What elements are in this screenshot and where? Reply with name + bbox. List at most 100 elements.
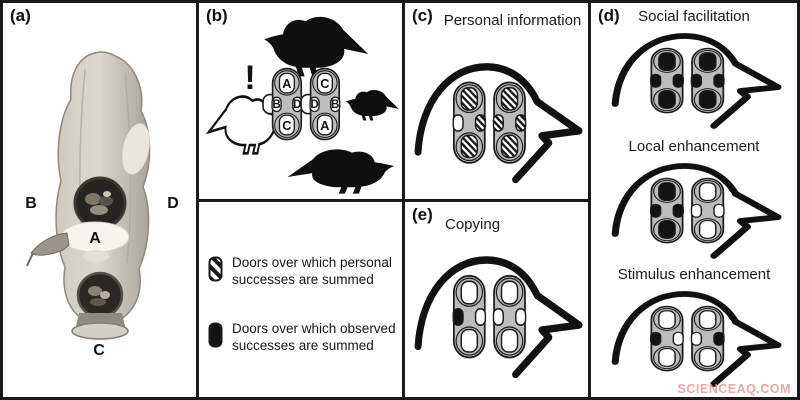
feeder-door	[713, 73, 725, 88]
panel-d-title-social-facilitation: Social facilitation	[638, 8, 750, 25]
panel-d: (d) Social facilitation Local enhancemen…	[591, 3, 797, 397]
feeder-door	[309, 96, 320, 113]
panel-b-label: (b)	[206, 6, 228, 25]
feeder-capsule	[690, 305, 725, 372]
feeder-door	[474, 114, 487, 132]
feeder-door	[500, 280, 519, 305]
feeder-door	[698, 310, 717, 330]
bird-silhouette-top-icon	[264, 16, 369, 77]
seed	[100, 291, 110, 299]
panel-c-label: (c)	[412, 6, 433, 25]
feeder-capsule	[690, 177, 725, 244]
feeder-door	[658, 310, 676, 330]
panel-legend: Doors over which personal successes are …	[199, 202, 402, 397]
panel-b-diagram: ! A B D C C D	[207, 16, 399, 194]
feeder-capsule	[650, 47, 684, 114]
feeder-door	[713, 331, 725, 346]
bird-silhouette-right-icon	[345, 89, 399, 121]
feeder-door	[316, 72, 333, 94]
light-patch	[122, 123, 150, 175]
divider-horizontal	[196, 199, 590, 202]
door-letter: B	[272, 98, 280, 111]
feeder-door	[698, 219, 717, 239]
feeder-capsule	[690, 47, 725, 114]
watermark: SCIENCEAQ.COM	[677, 382, 791, 396]
hole-label-C: C	[93, 342, 105, 359]
feeder-door	[460, 87, 479, 111]
feeder-door	[316, 114, 333, 136]
feeder-capsule	[452, 81, 487, 164]
feeder-door	[672, 73, 684, 88]
feeder-door	[658, 89, 676, 109]
feeder-door	[650, 203, 662, 218]
small-disc	[83, 250, 109, 262]
legend-item-observed: Doors over which observed successes are …	[208, 320, 396, 355]
feeder-door	[690, 203, 703, 218]
panel-a-label: (a)	[10, 6, 31, 25]
feeder-door	[278, 114, 295, 136]
door-letter: A	[282, 76, 291, 91]
door-letter: C	[282, 118, 291, 133]
seed	[99, 196, 113, 206]
panel-e: (e) Copying	[405, 202, 588, 397]
seed	[88, 286, 102, 296]
feeder-capsule	[650, 305, 684, 372]
seed	[90, 298, 106, 306]
hole-label-B: B	[25, 195, 37, 212]
feeder-door	[500, 134, 519, 159]
feeder-door	[452, 114, 464, 132]
feeder-door	[474, 307, 487, 326]
door-letter: D	[293, 98, 301, 111]
feeder-door	[698, 182, 717, 202]
panel-b: ! A B D C C D	[199, 3, 402, 199]
panel-c-title: Personal information	[443, 12, 582, 29]
feeder-door	[672, 331, 684, 346]
feeder-door	[452, 307, 464, 326]
feeder-door	[460, 134, 479, 159]
panel-e-label: (e)	[412, 205, 433, 224]
log-feeder-photo: B D A C	[25, 51, 179, 359]
pedestal-foot	[71, 322, 129, 340]
feeder-door	[500, 87, 519, 111]
feeder-capsule	[492, 81, 527, 164]
feeder-door	[658, 182, 676, 202]
feeder-door	[515, 114, 527, 132]
hatched-door-swatch-icon	[208, 256, 223, 282]
door-letter: D	[310, 98, 318, 111]
black-door-swatch-icon	[208, 322, 223, 348]
feeder-door	[460, 328, 479, 353]
seed	[103, 191, 111, 197]
feeder-capsule	[492, 274, 527, 359]
feeder-door	[278, 72, 295, 94]
panel-c: (c) Personal information	[405, 3, 588, 199]
hole-label-D: D	[167, 195, 179, 212]
feeder-capsule	[650, 177, 684, 244]
feeder-capsule-right: C D B A	[300, 67, 341, 141]
feeder-door	[330, 96, 341, 113]
feeder-door	[492, 307, 504, 326]
door-letter: A	[320, 118, 329, 133]
feeder-door	[658, 52, 676, 72]
feeder-door	[515, 307, 527, 326]
seed	[90, 205, 108, 215]
bird-head-diagram-d2	[605, 155, 785, 265]
feeder-door	[713, 203, 725, 218]
feeder-door	[698, 52, 717, 72]
feeder-door	[650, 73, 662, 88]
bird-silhouette-bottom-icon	[287, 149, 395, 194]
feeder-capsule	[452, 274, 487, 359]
feeder-door	[698, 347, 717, 367]
feeder-door	[650, 331, 662, 346]
feeder-door	[672, 203, 684, 218]
feeder-door	[690, 331, 703, 346]
alarm-exclamation: !	[244, 59, 255, 97]
panel-d-title-local-enhancement: Local enhancement	[628, 138, 760, 155]
panel-a: B D A C (a)	[3, 3, 196, 397]
bird-head-diagram-d3	[605, 283, 785, 393]
bird-head-diagram-c	[408, 53, 586, 191]
seed	[85, 193, 101, 205]
feeder-door	[492, 114, 504, 132]
feeder-door	[690, 73, 703, 88]
panel-d-label: (d)	[598, 6, 620, 25]
